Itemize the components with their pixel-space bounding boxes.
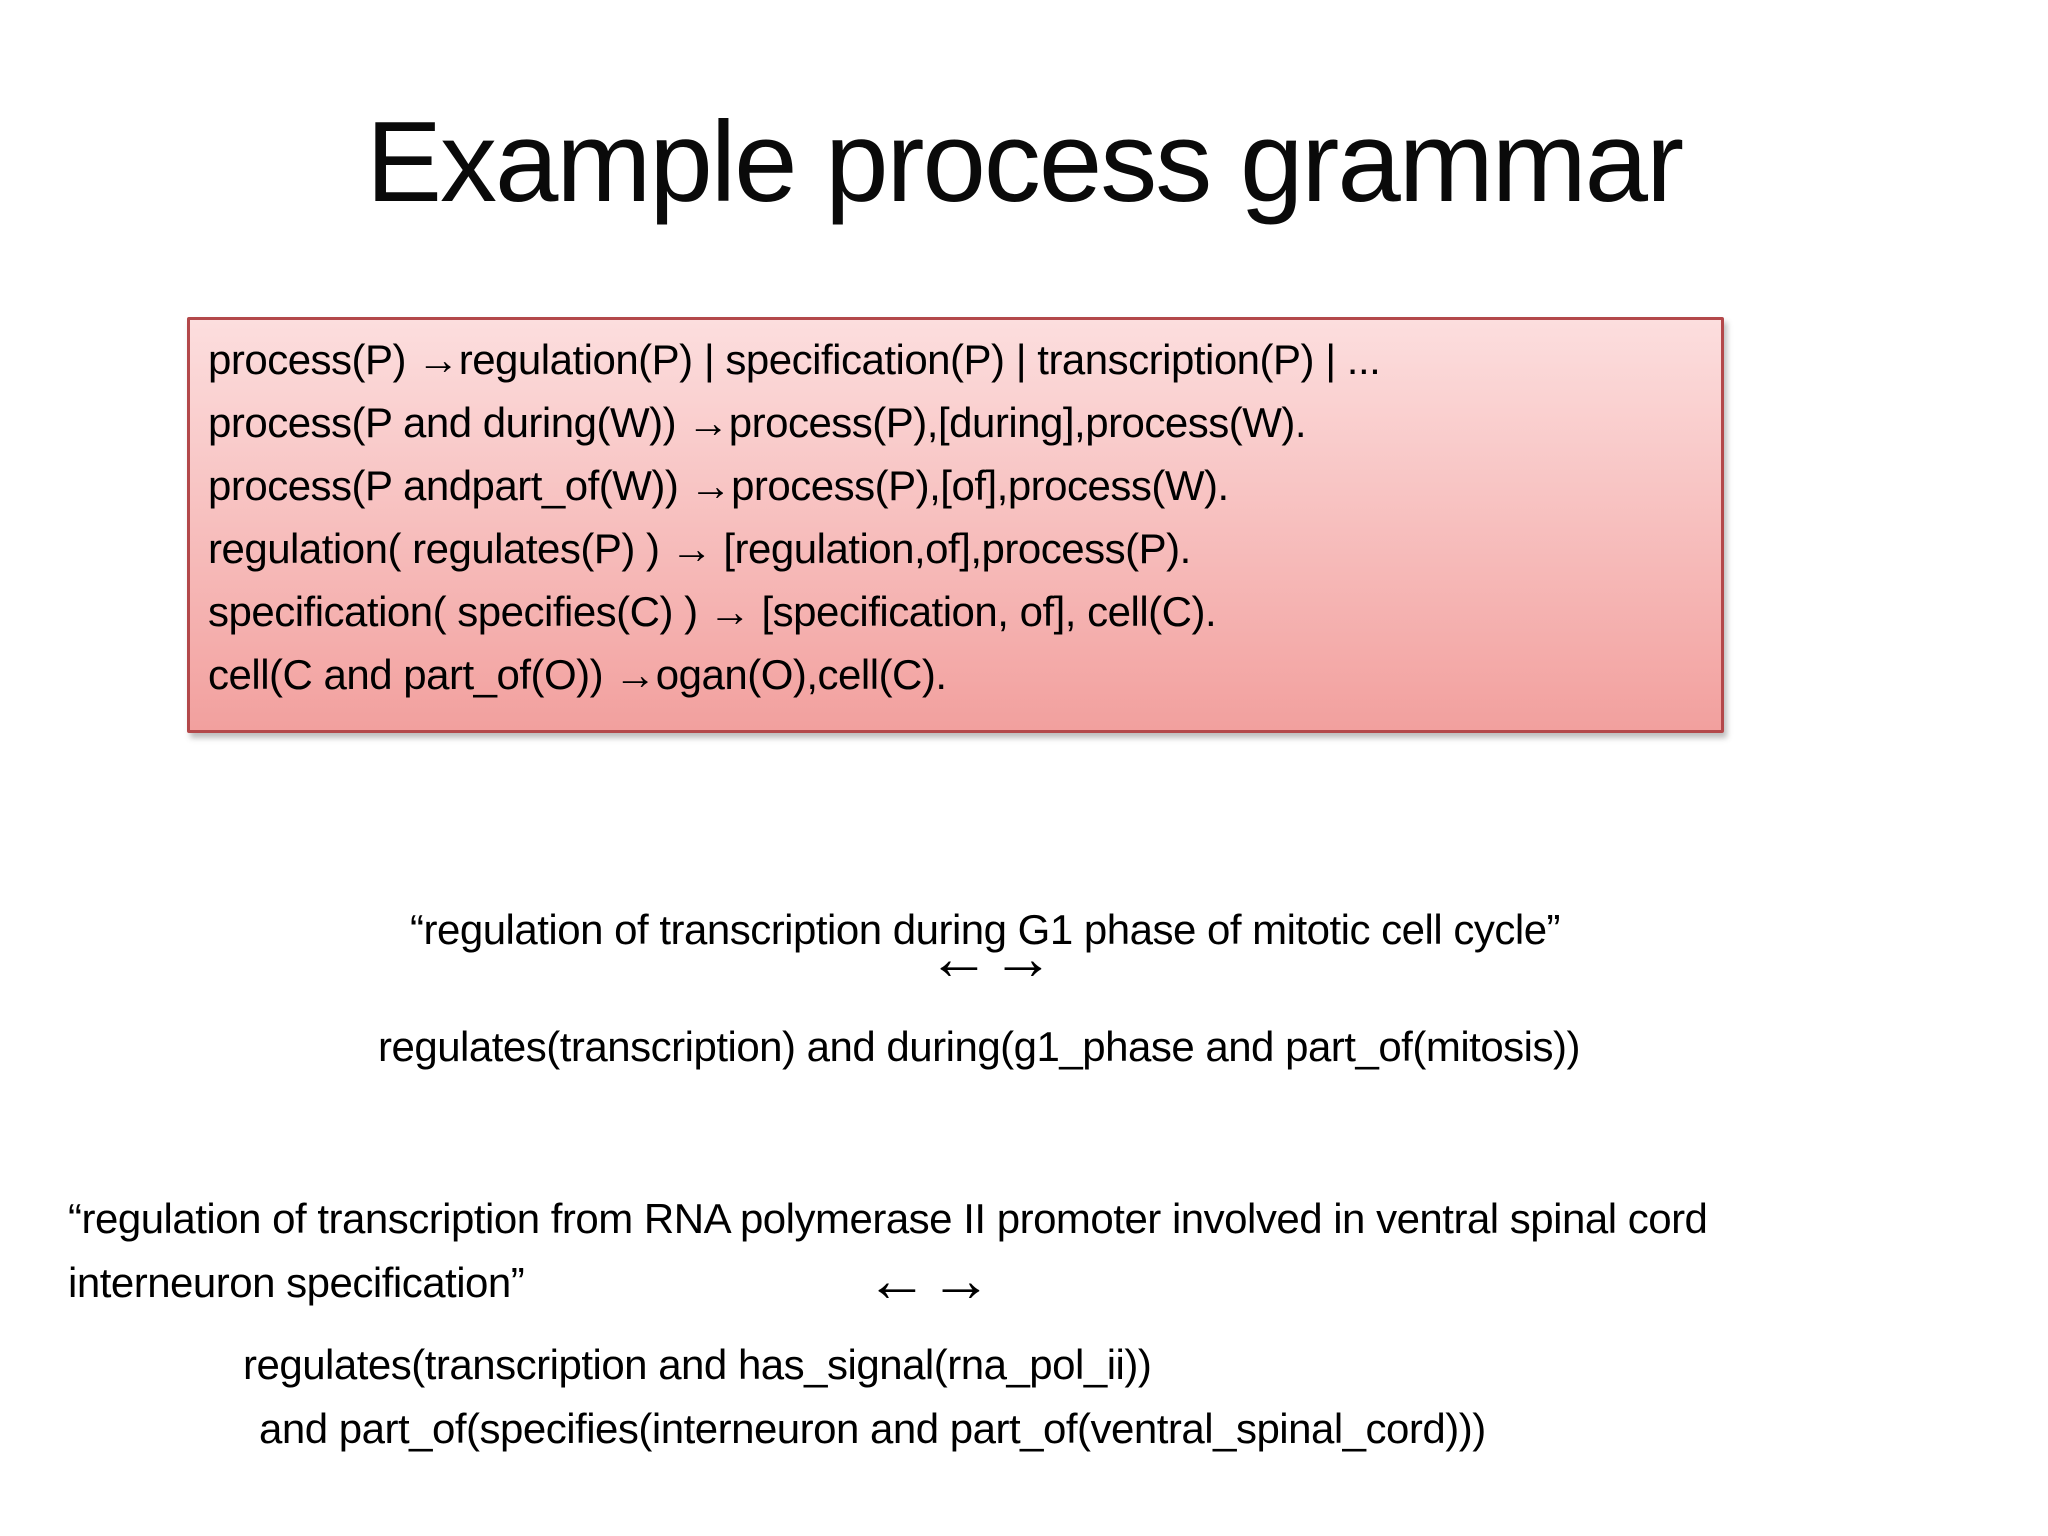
grammar-rule-process-alternatives: process(P) →regulation(P) | specificatio… [208, 336, 1381, 383]
example2-formula-line2: and part_of(specifies(interneuron and pa… [259, 1405, 1486, 1452]
example1-formula: regulates(transcription) and during(g1_p… [378, 1023, 1580, 1070]
example2-formula-line1: regulates(transcription and has_signal(r… [243, 1341, 1152, 1388]
slide-title: Example process grammar [365, 99, 1684, 226]
left-right-arrow-icon: ←→ [866, 1246, 994, 1315]
grammar-box: process(P) →regulation(P) | specificatio… [187, 317, 1724, 733]
grammar-rule-process-part-of: process(P andpart_of(W)) →process(P),[of… [208, 462, 1229, 509]
left-right-arrow-icon: ←→ [928, 924, 1056, 993]
example2-quote-line1: “regulation of transcription from RNA po… [68, 1195, 1708, 1242]
grammar-rule-specification: specification( specifies(C) ) → [specifi… [208, 588, 1217, 635]
grammar-rule-process-during: process(P and during(W)) →process(P),[du… [208, 399, 1307, 446]
example2-quote-line2: interneuron specification” [68, 1259, 525, 1306]
grammar-rule-regulation: regulation( regulates(P) ) → [regulation… [208, 525, 1191, 572]
example1-quote: “regulation of transcription during G1 p… [410, 906, 1561, 953]
grammar-rule-cell: cell(C and part_of(O)) →ogan(O),cell(C). [208, 651, 947, 698]
